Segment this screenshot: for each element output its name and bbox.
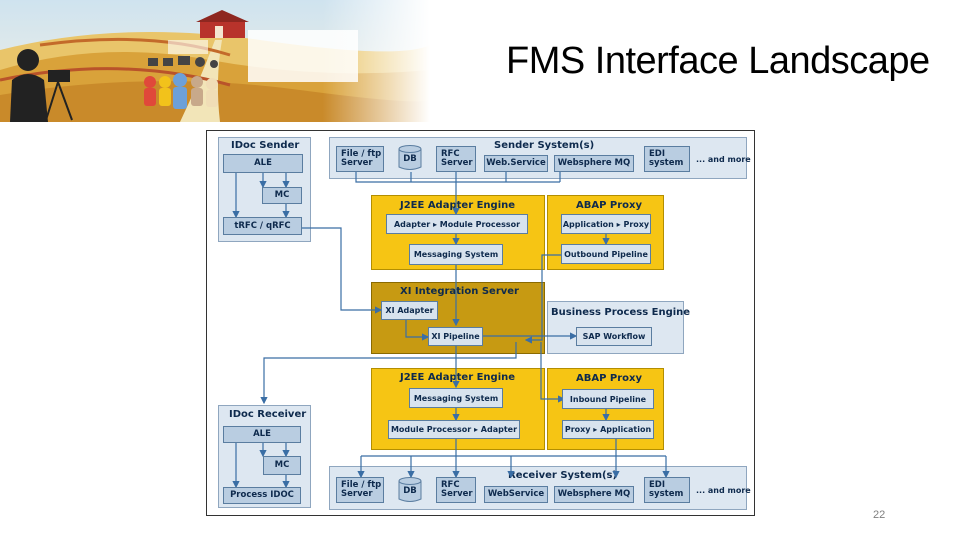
sender-and-more: ... and more [696,155,751,164]
idoc-sender-trfc-box: tRFC / qRFC [223,217,302,235]
bottom-module-processor-box: Module Processor ▸ Adapter [388,420,520,439]
receiver-db-cylinder: DB [398,477,422,503]
receiver-web-service: WebService [484,486,548,503]
sender-db-label: DB [403,154,417,164]
sender-websphere-mq: Websphere MQ [554,155,634,172]
sender-system-title: Sender System(s) [494,140,595,151]
adapter-engine-bottom-title: J2EE Adapter Engine [400,372,516,383]
bpe-title: Business Process Engine [551,307,691,318]
sender-edi-system: EDI system [644,146,690,172]
proxy-application-box: Proxy ▸ Application [562,420,654,439]
outbound-pipeline-box: Outbound Pipeline [561,244,651,264]
receiver-edi-system: EDI system [644,477,690,503]
process-idoc-box: Process IDOC [223,487,301,504]
receiver-websphere-mq: Websphere MQ [554,486,634,503]
idoc-receiver-mc-box: MC [263,456,301,475]
top-module-processor-box: Adapter ▸ Module Processor [386,214,528,234]
connector-lines [232,172,670,489]
sap-workflow-box: SAP Workflow [576,327,652,346]
receiver-system-title: Receiver System(s) [508,470,618,481]
idoc-receiver-title: IDoc Receiver [229,409,307,420]
abap-proxy-bottom-title: ABAP Proxy [576,373,643,384]
sender-db-cylinder: DB [398,145,422,171]
receiver-file-ftp-server: File / ftp Server [336,477,384,503]
page-number: 22 [873,509,886,521]
idoc-sender-ale-box: ALE [223,154,303,173]
sender-web-service: Web.Service [484,155,548,172]
sender-rfc-server: RFC Server [436,146,476,172]
idoc-sender-mc-box: MC [262,187,302,204]
slide-title: FMS Interface Landscape [506,40,930,82]
idoc-receiver-ale-box: ALE [223,426,301,443]
abap-proxy-top-title: ABAP Proxy [576,200,643,211]
inbound-pipeline-box: Inbound Pipeline [562,389,654,409]
top-application-proxy-box: Application ▸ Proxy [561,214,651,234]
receiver-and-more: ... and more [696,486,751,495]
sender-file-ftp-server: File / ftp Server [336,146,384,172]
xi-adapter-box: XI Adapter [381,301,438,320]
receiver-rfc-server: RFC Server [436,477,476,503]
top-messaging-system-box: Messaging System [409,244,503,265]
bottom-messaging-system-box: Messaging System [409,388,503,408]
xi-pipeline-box: XI Pipeline [428,327,483,346]
integration-server-title: XI Integration Server [400,286,519,297]
header-banner-illustration [0,0,430,122]
idoc-sender-title: IDoc Sender [231,140,300,151]
receiver-db-label: DB [403,486,417,496]
adapter-engine-top-title: J2EE Adapter Engine [400,200,516,211]
